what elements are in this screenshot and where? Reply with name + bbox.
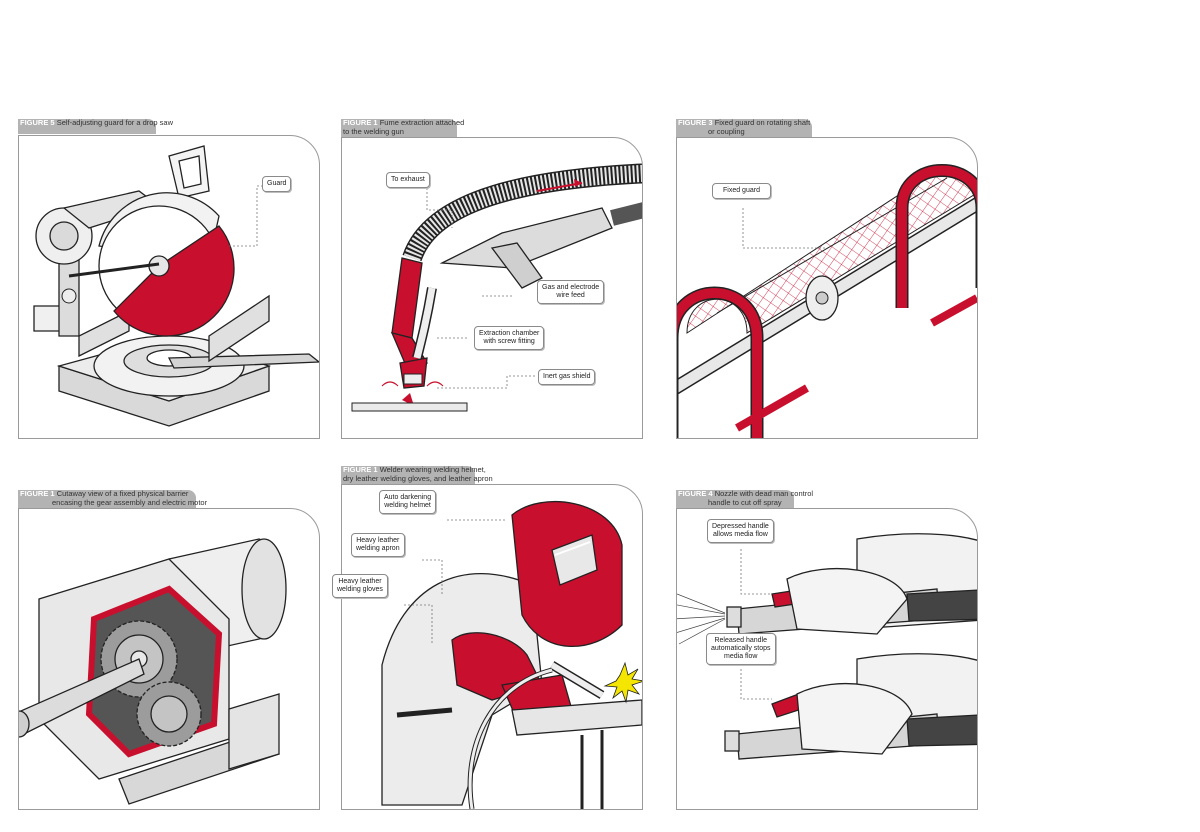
figure-title-cont: dry leather welding gloves, and leather … (343, 473, 493, 483)
callout-to-exhaust: To exhaust (386, 172, 430, 188)
callout-fixed-guard: Fixed guard (712, 183, 771, 199)
figure-frame (676, 137, 978, 439)
figure-tab (676, 490, 794, 508)
figure-caption: FIGURE 1 Fume extraction attached to the… (343, 118, 465, 136)
figure-title: Fume extraction attached (379, 118, 465, 127)
welder-illustration (381, 501, 642, 809)
callout-gas-and-wire-feed: Gas and electrode wire feed (537, 280, 605, 304)
callout-leather-gloves: Heavy leather welding gloves (332, 574, 388, 598)
figure-title: Cutaway view of a fixed physical barrier (56, 489, 189, 498)
figure-number: FIGURE 1 (20, 489, 55, 498)
figure-caption: FIGURE 1 Welder wearing welding helmet, … (343, 465, 493, 483)
figure-title: Fixed guard on rotating shaft (714, 118, 811, 127)
figure-title: Self-adjusting guard for a drop saw (56, 118, 174, 127)
figure-caption: FIGURE 4 Nozzle with dead man control ha… (678, 489, 814, 507)
figure-title-cont: to the welding gun (343, 126, 404, 136)
figure-caption: FIGURE 1 Cutaway view of a fixed physica… (20, 489, 208, 507)
welding-gun-illustration (351, 163, 642, 412)
figure-title: Nozzle with dead man control (714, 489, 814, 498)
figure-tab (341, 119, 457, 137)
figure-number: FIGURE 4 (678, 489, 713, 498)
figure-frame (676, 508, 978, 810)
figure-tab (341, 466, 475, 484)
drop-saw-illustration (33, 145, 319, 427)
callout-inert-gas-shield: Inert gas shield (538, 369, 596, 385)
figure-tab (18, 119, 156, 134)
callout-auto-darkening-helmet: Auto darkening welding helmet (379, 490, 437, 514)
figure-title-cont: handle to cut off spray (708, 497, 782, 507)
figure-number: FIGURE 1 (343, 118, 378, 127)
callout-guard: Guard (262, 176, 292, 192)
figure-title: Welder wearing welding helmet, (379, 465, 486, 474)
callout-depressed-handle: Depressed handle allows media flow (707, 519, 774, 543)
figure-number: FIGURE 5 (20, 118, 55, 127)
figure-tab (676, 119, 812, 137)
nozzle-illustration (677, 533, 977, 760)
figure-caption: FIGURE 3 Fixed guard on rotating shaft o… (678, 118, 811, 136)
figure-frame (18, 508, 320, 810)
figure-tab (18, 490, 196, 508)
figure-number: FIGURE 1 (343, 465, 378, 474)
gear-cutaway-illustration (19, 538, 287, 805)
figure-caption: FIGURE 5 Self-adjusting guard for a drop… (20, 118, 174, 128)
figure-number: FIGURE 3 (678, 118, 713, 127)
callout-released-handle: Released handle automatically stops medi… (706, 633, 776, 665)
callout-leather-apron: Heavy leather welding apron (351, 533, 405, 557)
callout-extraction-chamber: Extraction chamber with screw fitting (474, 326, 545, 350)
shaft-guard-illustration (677, 164, 977, 438)
figure-title-cont: or coupling (708, 126, 745, 136)
figure-title-cont: encasing the gear assembly and electric … (52, 497, 208, 507)
